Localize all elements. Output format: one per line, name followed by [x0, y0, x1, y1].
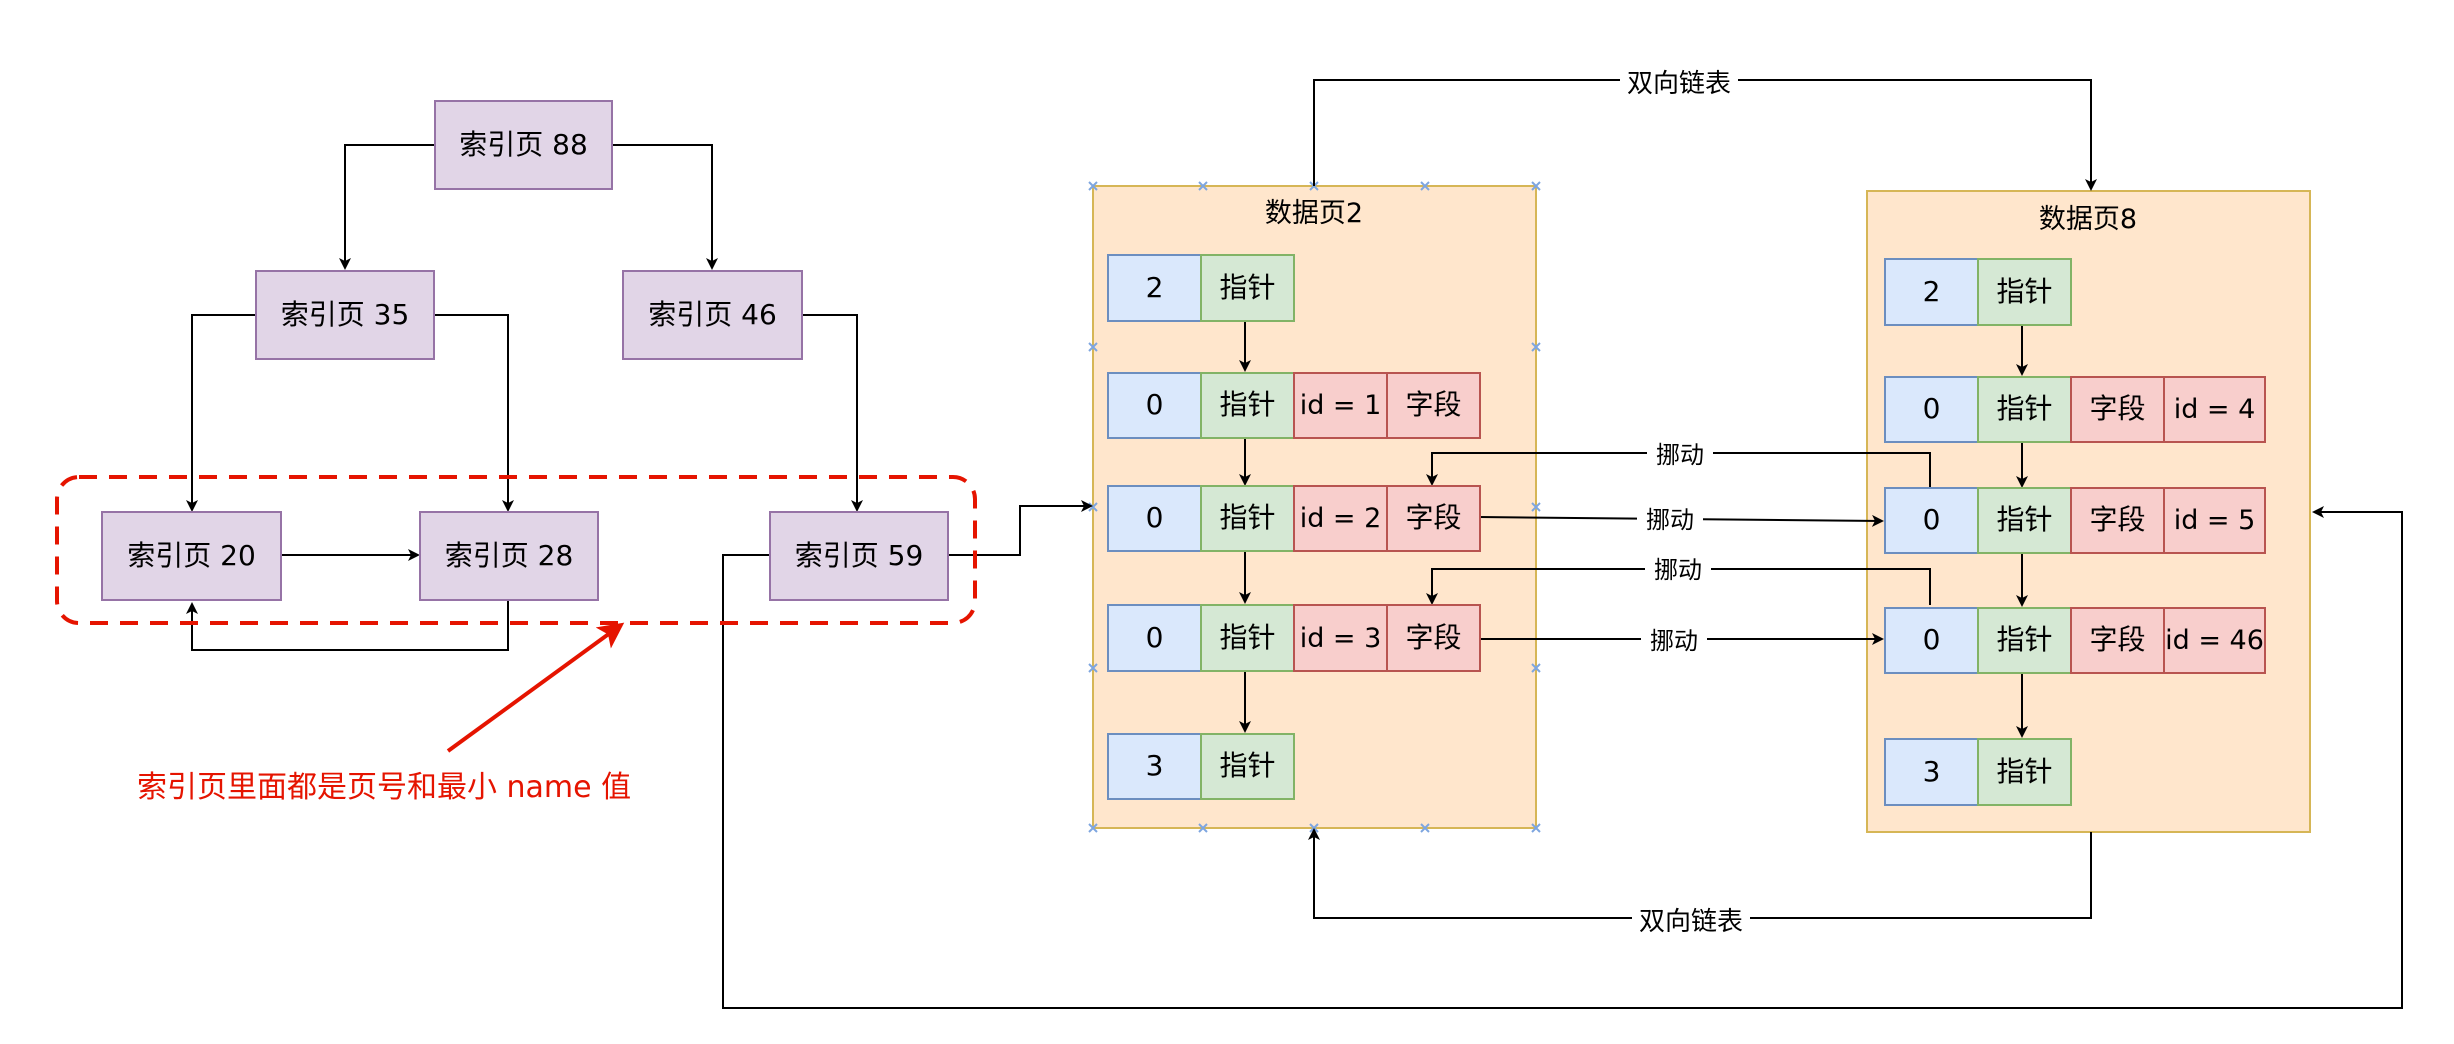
svg-text:指针: 指针 [1996, 392, 2052, 425]
svg-text:0: 0 [1146, 621, 1164, 654]
index-page-59: 索引页 59 [769, 511, 949, 601]
svg-text:指针: 指针 [1219, 749, 1275, 782]
svg-text:字段: 字段 [1405, 621, 1461, 654]
svg-text:索引页 28: 索引页 28 [445, 539, 574, 572]
svg-text:指针: 指针 [1219, 501, 1275, 534]
svg-text:指针: 指针 [1996, 755, 2052, 788]
move-label-4: 挪动 [1650, 627, 1698, 655]
leaf-level-highlight [55, 475, 977, 625]
index-page-28: 索引页 28 [419, 511, 599, 601]
page8-row-3: 0 指针 字段 id = 46 [1884, 607, 2266, 674]
svg-text:id = 46: id = 46 [2165, 625, 2264, 656]
page8-row-0: 2 指针 [1884, 258, 2072, 326]
svg-text:索引页 20: 索引页 20 [127, 539, 256, 572]
svg-text:索引页 46: 索引页 46 [648, 298, 777, 331]
data-page-8-title: 数据页8 [2039, 204, 2137, 235]
svg-text:字段: 字段 [2089, 623, 2145, 656]
linked-list-label-top: 双向链表 [1627, 69, 1731, 99]
svg-text:3: 3 [1923, 755, 1941, 788]
pointer-chains [1239, 322, 2028, 738]
page8-row-4: 3 指针 [1884, 738, 2072, 806]
page2-row-4: 3 指针 [1107, 733, 1295, 800]
svg-text:字段: 字段 [2089, 503, 2145, 536]
move-label-3: 挪动 [1654, 556, 1702, 584]
svg-text:指针: 指针 [1219, 271, 1275, 304]
svg-text:3: 3 [1146, 749, 1164, 782]
svg-text:0: 0 [1923, 623, 1941, 656]
svg-text:0: 0 [1923, 392, 1941, 425]
svg-text:指针: 指针 [1996, 503, 2052, 536]
svg-text:id = 4: id = 4 [2174, 394, 2256, 425]
svg-text:2: 2 [1923, 275, 1941, 308]
page2-row-0: 2 指针 [1107, 254, 1295, 322]
index-edges [186, 144, 2403, 1009]
svg-text:指针: 指针 [1996, 275, 2052, 308]
svg-text:id = 1: id = 1 [1300, 390, 1382, 421]
svg-text:指针: 指针 [1219, 621, 1275, 654]
annotation-text: 索引页里面都是页号和最小 name 值 [137, 770, 631, 805]
page2-row-1: 0 指针 id = 1 字段 [1107, 372, 1481, 439]
index-page-35: 索引页 35 [255, 270, 435, 360]
page8-row-1: 0 指针 字段 id = 4 [1884, 376, 2266, 443]
index-page-20: 索引页 20 [101, 511, 282, 601]
annotation-arrow [446, 622, 625, 753]
data-page-2-rows: 2 指针 0 指针 id = 1 字段 0 指针 id = 2 字段 [1107, 254, 1481, 800]
move-labels: 挪动 挪动 挪动 挪动 [1637, 440, 1713, 656]
page2-row-3: 0 指针 id = 3 字段 [1107, 604, 1481, 672]
data-page-2-title: 数据页2 [1265, 198, 1363, 229]
svg-text:字段: 字段 [1405, 501, 1461, 534]
svg-text:0: 0 [1146, 388, 1164, 421]
svg-text:0: 0 [1146, 501, 1164, 534]
svg-text:字段: 字段 [2089, 392, 2145, 425]
svg-text:0: 0 [1923, 503, 1941, 536]
svg-text:id = 3: id = 3 [1300, 623, 1382, 654]
svg-text:id = 5: id = 5 [2174, 505, 2256, 536]
svg-text:索引页 59: 索引页 59 [795, 539, 924, 572]
svg-text:指针: 指针 [1219, 388, 1275, 421]
svg-text:索引页 88: 索引页 88 [459, 128, 588, 161]
page2-row-2: 0 指针 id = 2 字段 [1107, 485, 1481, 552]
svg-text:id = 2: id = 2 [1300, 503, 1382, 534]
svg-text:2: 2 [1146, 271, 1164, 304]
page8-row-2: 0 指针 字段 id = 5 [1884, 487, 2266, 554]
data-page-8-rows: 2 指针 0 指针 字段 id = 4 0 指针 字段 id = 5 0 [1884, 258, 2266, 806]
svg-text:字段: 字段 [1405, 388, 1461, 421]
index-page-46: 索引页 46 [622, 270, 803, 360]
index-page-88: 索引页 88 [434, 100, 613, 190]
svg-text:索引页 35: 索引页 35 [281, 298, 410, 331]
move-label-1: 挪动 [1656, 441, 1704, 469]
linked-list-label-bottom: 双向链表 [1639, 907, 1743, 937]
move-label-2: 挪动 [1646, 506, 1694, 534]
svg-text:指针: 指针 [1996, 623, 2052, 656]
